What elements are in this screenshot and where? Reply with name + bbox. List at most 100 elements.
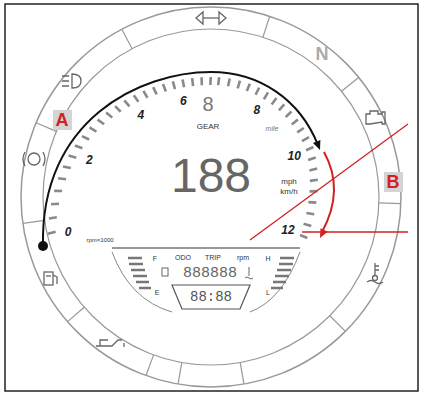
neutral-indicator: N (316, 45, 329, 63)
turn-signal-icon (196, 12, 226, 24)
temperature-icon (367, 263, 383, 284)
callout-letter: A (53, 110, 72, 130)
bezel-divider (263, 16, 270, 37)
gauge-number: 4 (138, 109, 145, 121)
rpm-bar-segment (58, 177, 66, 181)
temperature-level-bars (271, 258, 294, 288)
bezel-divider (342, 77, 359, 91)
callout-line (250, 124, 408, 240)
rpm-bar-segment (183, 79, 185, 87)
rpm-bar-segment (173, 81, 175, 89)
mode-caption: ODO (175, 254, 191, 261)
bezel-inner (43, 29, 379, 365)
rpm-bar-segment (228, 78, 230, 86)
unit-caption: mile (266, 125, 279, 132)
mode-caption: rpm (237, 254, 249, 261)
bezel-divider (68, 307, 85, 321)
rpm-bar-segment (297, 128, 304, 132)
gauge-number: 12 (281, 224, 294, 236)
gear-digit: 8 (202, 94, 213, 114)
lcd-fuel-icon (162, 268, 168, 276)
rpm-bar-segment (279, 104, 284, 110)
clock-digits: 88:88 (190, 290, 232, 304)
rpm-bar-segment (217, 77, 221, 85)
bezel-divider (330, 316, 346, 332)
range-arrowhead (320, 228, 328, 238)
rpm-bar-segment (302, 137, 309, 141)
mode-caption: TRIP (205, 254, 221, 261)
rpm-bar-segment (75, 145, 82, 148)
bezel-divider (379, 202, 401, 204)
rpm-bar-segment (308, 157, 316, 160)
rpm-bar-segment (134, 95, 139, 102)
fuel-level-bars (128, 258, 151, 288)
rpm-bar-segment (306, 213, 314, 214)
rpm-bar-segment (247, 84, 250, 91)
bezel-divider (146, 355, 154, 376)
rpm-bar-segment (300, 235, 307, 238)
rpm-bar-segment (51, 202, 59, 205)
unit-caption: mph (281, 178, 297, 186)
speed-digits: 188 (171, 152, 251, 200)
rpm-bar-segment (115, 106, 121, 112)
rpm-bar-segment (209, 77, 212, 85)
gauge-number: 2 (86, 154, 93, 166)
odometer-digits: 888888 (183, 266, 237, 281)
rpm-bar-segment (82, 136, 89, 139)
rpm-bar-segment (191, 78, 194, 86)
bezel-divider (178, 362, 182, 384)
rpm-bar-segment (163, 84, 166, 91)
abs-icon (23, 152, 45, 166)
rpm-bar-segment (90, 127, 97, 131)
range-arrow (322, 152, 334, 232)
callout-letter: B (384, 172, 403, 192)
rpm-bar-segment (49, 217, 57, 218)
fuel-scale-mark: F (153, 255, 157, 262)
gauge-number: 10 (288, 150, 301, 162)
rpm-bar-segment (310, 180, 318, 181)
temperature-scale-mark: H (265, 255, 270, 262)
lcd-temperature-icon (245, 267, 253, 279)
rpm-bar-segment (153, 87, 156, 94)
headlight-icon (62, 74, 81, 88)
temperature-scale-mark: L (266, 289, 270, 296)
lower-display-outline (112, 252, 300, 312)
engine-icon (366, 111, 385, 124)
gauge-number: 0 (65, 226, 72, 238)
display-divider (112, 248, 300, 249)
gauge-number: 8 (254, 104, 261, 116)
rpm-bar-segment (309, 169, 317, 171)
fuel-scale-mark: E (155, 289, 160, 296)
rpm-bar-segment (238, 81, 240, 89)
rpm-bar-segment (272, 98, 277, 104)
clock-window (172, 285, 250, 309)
gear-caption: GEAR (197, 123, 220, 131)
unit-caption: km/h (280, 188, 297, 196)
gauge-number: 6 (180, 95, 187, 107)
rpm-bar-segment (286, 112, 292, 118)
bezel-divider (122, 29, 132, 48)
fuel-icon (44, 272, 57, 285)
bezel-dividers (23, 16, 401, 384)
rpm-arc-arrowhead (313, 140, 320, 150)
rpm-bar-segment (124, 100, 129, 106)
rpm-bar-segment (63, 167, 71, 169)
rpm-bar-segment (256, 88, 260, 95)
frame (5, 4, 418, 391)
rpm-bar-segment (106, 112, 112, 117)
rpm-bar-graph (48, 77, 318, 238)
bezel-divider (240, 362, 244, 384)
rpm-bar-segment (54, 190, 62, 193)
oil-icon (96, 340, 124, 347)
rpm-bar-segment (98, 120, 105, 125)
rpm-caption: rpm×1000 (86, 237, 113, 243)
rpm-bar-segment (264, 92, 268, 99)
rpm-bar-segment (304, 224, 312, 226)
rpm-bar-segment (200, 77, 203, 85)
bezel-divider (23, 220, 45, 223)
rpm-bar-segment (69, 156, 77, 158)
rpm-bar-segment (306, 147, 313, 150)
bezel-outer (21, 7, 401, 387)
rpm-bar-segment (48, 232, 56, 234)
